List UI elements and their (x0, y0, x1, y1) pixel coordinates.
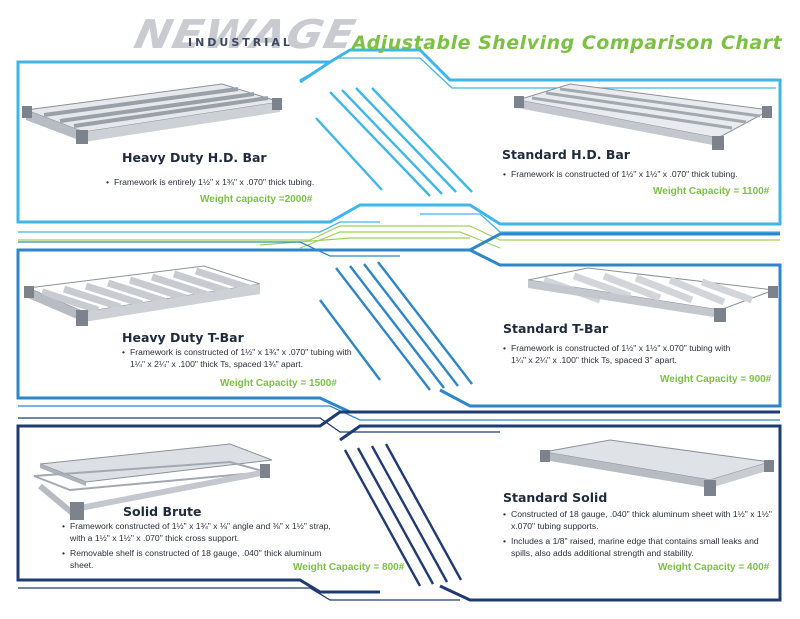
product-name-heavy-duty-hd-bar: Heavy Duty H.D. Bar (122, 150, 267, 165)
heavy-duty-t-bar-image (24, 265, 261, 326)
bullet-item: Framework is constructed of 1½" x 1½" x.… (503, 342, 735, 366)
capacity-solid-brute: Weight Capacity = 800# (293, 562, 405, 573)
logo-wordmark: NEWAGE (130, 12, 361, 58)
bullet-item: Includes a 1/8" raised, marine edge that… (503, 535, 779, 559)
bullet-item: Constructed of 18 gauge, .040" thick alu… (503, 508, 779, 532)
row1-diagonals (315, 87, 473, 197)
bullet-item: Framework is constructed of 1½" x 1½" x … (503, 168, 773, 180)
solid-brute-image (33, 443, 273, 520)
capacity-standard-t-bar: Weight Capacity = 900# (660, 374, 772, 385)
bullet-item: Removable shelf is constructed of 18 gau… (62, 547, 334, 571)
row3-frame (16, 410, 782, 602)
bullets-heavy-duty-t-bar: Framework is constructed of 1½" x 1¾" x … (122, 346, 352, 373)
bullets-standard-hd-bar: Framework is constructed of 1½" x 1½" x … (503, 168, 773, 183)
logo-subtitle: INDUSTRIAL (188, 36, 293, 49)
heavy-duty-hd-bar-image (22, 83, 282, 144)
row3-frame-thin (18, 417, 500, 601)
capacity-heavy-duty-t-bar: Weight Capacity = 1500# (220, 378, 337, 389)
bullets-standard-t-bar: Framework is constructed of 1½" x 1½" x.… (503, 342, 735, 369)
bullet-item: Framework is entirely 1½" x 1¾" x .070" … (106, 176, 346, 188)
green-connectors (18, 225, 780, 249)
capacity-standard-hd-bar: Weight Capacity = 1100# (653, 186, 770, 197)
row1-frame (16, 48, 782, 226)
product-name-standard-hd-bar: Standard H.D. Bar (502, 147, 630, 162)
bullet-item: Framework is constructed of 1½" x 1¾" x … (122, 346, 352, 370)
product-name-heavy-duty-t-bar: Heavy Duty T-Bar (122, 330, 244, 345)
product-name-solid-brute: Solid Brute (123, 504, 202, 519)
capacity-heavy-duty-hd-bar: Weight capacity =2000# (200, 194, 313, 205)
row2-frame (16, 232, 782, 414)
bullets-heavy-duty-hd-bar: Framework is entirely 1½" x 1¾" x .070" … (106, 176, 346, 191)
row2-diagonals (319, 261, 473, 391)
page-title: Adjustable Shelving Comparison Chart (352, 32, 783, 54)
row3-diagonals (343, 443, 463, 587)
standard-solid-image (540, 439, 774, 496)
product-name-standard-solid: Standard Solid (503, 490, 608, 505)
product-name-standard-t-bar: Standard T-Bar (503, 321, 609, 336)
bullet-item: Framework constructed of 1½" x 1¾" x ⅛" … (62, 520, 334, 544)
standard-t-bar-image (527, 267, 778, 322)
bullets-solid-brute: Framework constructed of 1½" x 1¾" x ⅛" … (62, 520, 334, 574)
capacity-standard-solid: Weight Capacity = 400# (658, 562, 770, 573)
bullets-standard-solid: Constructed of 18 gauge, .040" thick alu… (503, 508, 779, 562)
standard-hd-bar-image (514, 83, 772, 150)
newage-logo: NEWAGE INDUSTRIAL (130, 12, 360, 58)
